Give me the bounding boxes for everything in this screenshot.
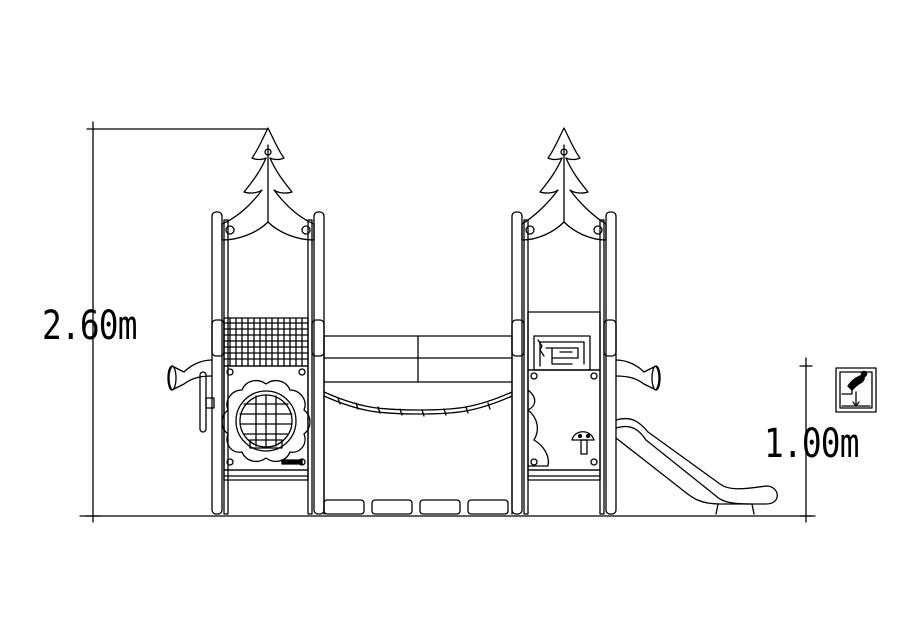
horn-icon xyxy=(616,360,660,390)
steering-wheel-icon xyxy=(200,372,214,432)
fall-height-dimension xyxy=(800,358,812,522)
tree-silhouette-panel xyxy=(528,370,600,470)
left-tower-post-outer-left xyxy=(212,212,222,514)
free-fall-height-label: 1.00m xyxy=(764,421,859,467)
horn-icon xyxy=(168,360,212,390)
left-round-window-panel xyxy=(222,366,310,470)
slide xyxy=(616,419,777,515)
left-mesh-panel xyxy=(212,318,324,366)
left-tower-post-outer-right xyxy=(314,212,324,514)
total-height-label: 2.60m xyxy=(42,303,137,349)
maze-panel xyxy=(512,312,616,370)
total-height-dimension xyxy=(86,122,268,522)
rope-bridge xyxy=(324,392,512,410)
left-tower xyxy=(168,128,324,514)
bridge-section xyxy=(324,336,512,514)
mushroom-icon xyxy=(572,432,594,454)
falling-child-icon xyxy=(836,368,876,412)
right-tower xyxy=(512,128,660,514)
